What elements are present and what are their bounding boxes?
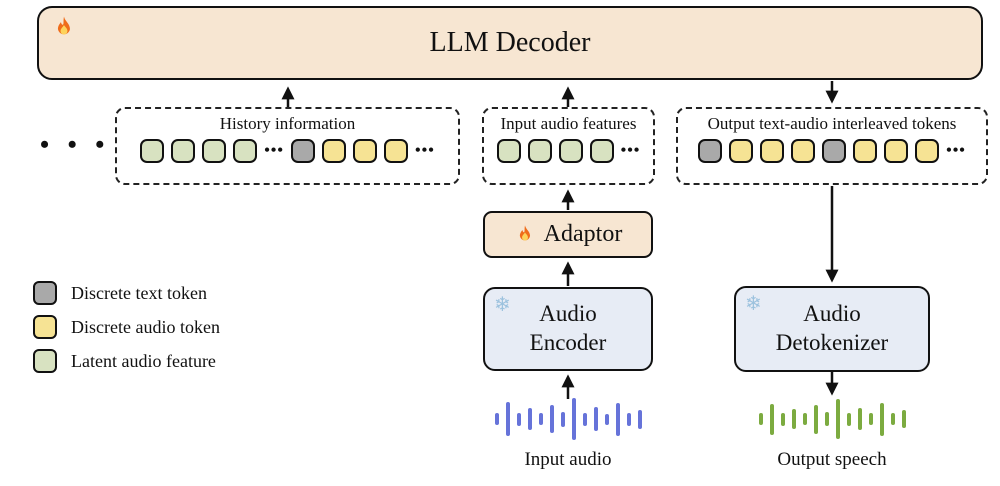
waveform-bar [890, 413, 895, 425]
audio-token [884, 139, 909, 163]
text-token [822, 139, 847, 163]
waveform-bar [604, 413, 609, 425]
waveform-bar [560, 411, 565, 427]
ellipsis-dots: ••• [264, 142, 284, 159]
waveform-bar [857, 408, 862, 430]
waveform-bar [813, 404, 818, 434]
legend-item-discrete-audio-token: Discrete audio token [33, 315, 220, 339]
waveform-bar [879, 402, 884, 436]
waveform-bar [802, 413, 807, 425]
ellipsis-dots: ••• [620, 142, 641, 159]
audio-encoder-label: Audio Encoder [529, 301, 607, 355]
llm-decoder-box: LLM Decoder [37, 6, 983, 80]
output-interleaved-tokens-label: Output text-audio interleaved tokens [707, 114, 957, 133]
output-speech-label: Output speech [777, 449, 887, 470]
input-audio-features-label: Input audio features [500, 114, 637, 133]
waveform-bar [835, 399, 840, 439]
latent-token [558, 139, 583, 163]
left-ellipsis: • • • [40, 130, 111, 159]
legend-label-latent-audio-feature: Latent audio feature [71, 350, 216, 371]
waveform-bar [516, 412, 521, 426]
fire-icon [57, 16, 70, 35]
input-audio-waveform [488, 395, 648, 443]
audio-detokenizer-box: ❄ Audio Detokenizer [734, 286, 930, 372]
ellipsis-dots: ••• [415, 142, 435, 159]
audio-token [791, 139, 816, 163]
input-features-token-row: ••• [496, 139, 641, 163]
output-speech-waveform [752, 395, 912, 443]
waveform-bar [494, 413, 499, 425]
llm-decoder-title: LLM Decoder [429, 27, 591, 58]
legend-item-discrete-text-token: Discrete text token [33, 281, 220, 305]
waveform-bar [769, 403, 774, 435]
adaptor-label: Adaptor [543, 221, 623, 247]
history-token-row: ••• ••• [140, 139, 435, 163]
waveform-bar [615, 402, 620, 436]
text-token [698, 139, 723, 163]
waveform-bar [758, 413, 763, 425]
audio-token [384, 139, 408, 163]
legend: Discrete text token Discrete audio token… [33, 281, 220, 383]
adaptor-box: Adaptor [483, 211, 653, 258]
waveform-bar [824, 412, 829, 426]
audio-token [353, 139, 377, 163]
snowflake-icon: ❄ [745, 291, 762, 315]
latent-audio-feature-swatch [33, 349, 57, 373]
legend-item-latent-audio-feature: Latent audio feature [33, 349, 220, 373]
input-audio-features-group: Input audio features ••• [482, 107, 655, 185]
waveform-bar [582, 412, 587, 426]
latent-token [496, 139, 521, 163]
text-token [291, 139, 315, 163]
discrete-text-token-swatch [33, 281, 57, 305]
waveform-bar [626, 412, 631, 426]
fire-icon [519, 224, 530, 240]
waveform-bar [868, 413, 873, 425]
latent-token [202, 139, 227, 163]
ellipsis-dots: ••• [946, 142, 966, 159]
audio-token [915, 139, 940, 163]
waveform-bar [593, 407, 598, 431]
latent-token [140, 139, 165, 163]
waveform-bar [791, 409, 796, 429]
waveform-bar [527, 408, 532, 430]
waveform-bar [549, 405, 554, 433]
waveform-bar [505, 402, 510, 436]
snowflake-icon: ❄ [494, 292, 511, 316]
audio-token [760, 139, 785, 163]
legend-label-discrete-audio-token: Discrete audio token [71, 316, 220, 337]
audio-token [729, 139, 754, 163]
output-interleaved-tokens-group: Output text-audio interleaved tokens ••• [676, 107, 988, 185]
output-token-row: ••• [698, 139, 966, 163]
discrete-audio-token-swatch [33, 315, 57, 339]
waveform-bar [901, 410, 906, 428]
latent-token [171, 139, 196, 163]
audio-encoder-box: ❄ Audio Encoder [483, 287, 653, 371]
audio-token [322, 139, 346, 163]
audio-detokenizer-label: Audio Detokenizer [775, 301, 889, 355]
legend-label-discrete-text-token: Discrete text token [71, 282, 207, 303]
audio-token [853, 139, 878, 163]
latent-token [589, 139, 614, 163]
waveform-bar [846, 412, 851, 426]
latent-token [233, 139, 258, 163]
history-information-label: History information [219, 114, 356, 133]
input-audio-label: Input audio [524, 449, 612, 470]
latent-token [527, 139, 552, 163]
waveform-bar [538, 413, 543, 425]
history-information-group: History information ••• ••• [115, 107, 460, 185]
waveform-bar [571, 398, 576, 440]
waveform-bar [637, 409, 642, 429]
waveform-bar [780, 412, 785, 426]
